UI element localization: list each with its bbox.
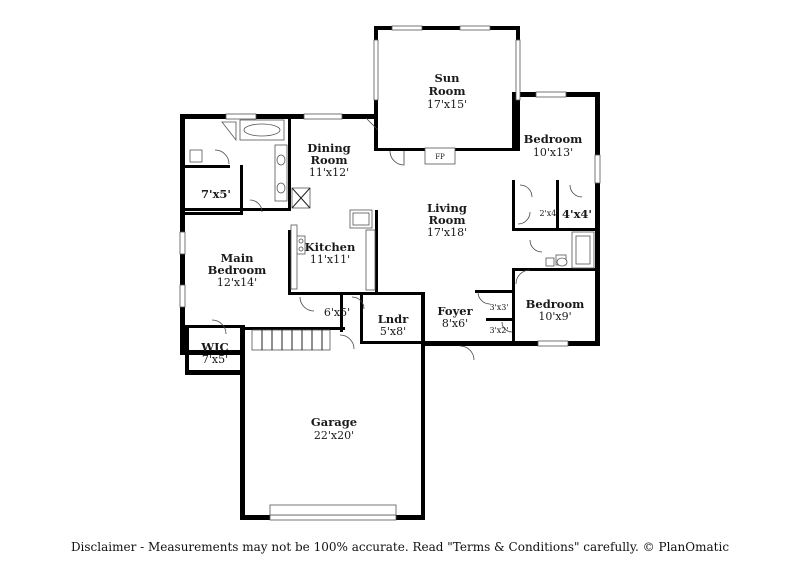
living-room-name-line2: Room (428, 213, 465, 227)
hall-6x5-dims: 6'x5' (324, 306, 350, 319)
closet-4x4-dims: 4'x4' (562, 207, 592, 221)
closet-2x4-dims: 2'x4' (539, 209, 558, 218)
laundry-dims: 5'x8' (380, 325, 406, 338)
bedroom-ne-name: Bedroom (524, 132, 583, 146)
main-bedroom-name-line2: Bedroom (208, 263, 267, 277)
main-bedroom-dims: 12'x14' (217, 276, 257, 289)
floor-plan: Sun Room 17'x15' Dining Room 11'x12' Bed… (179, 25, 601, 521)
main-bedroom-name-line1: Main (221, 251, 255, 265)
closet-7x5-dims: 7'x5' (201, 187, 231, 201)
doors (211, 117, 583, 361)
wic-dims: 7'x5' (202, 353, 228, 366)
laundry-name: Lndr (378, 312, 409, 326)
bedroom-se-name: Bedroom (526, 297, 585, 311)
disclaimer-text: Disclaimer - Measurements may not be 100… (70, 540, 730, 554)
dining-room-name-line2: Room (310, 153, 347, 167)
closet-3x2-dims: 3'x2' (489, 326, 508, 335)
closet-3x3-dims: 3'x3' (489, 303, 508, 312)
garage-dims: 22'x20' (314, 429, 354, 442)
bedroom-se-dims: 10'x9' (538, 310, 571, 323)
room-labels: Sun Room 17'x15' Dining Room 11'x12' Bed… (200, 71, 592, 442)
living-room-dims: 17'x18' (427, 226, 467, 239)
dining-room-dims: 11'x12' (309, 166, 349, 179)
foyer-name: Foyer (437, 304, 473, 318)
fireplace-label: FP (435, 153, 445, 161)
kitchen-dims: 11'x11' (310, 253, 350, 266)
living-room-name-line1: Living (427, 201, 467, 215)
fixtures (189, 119, 595, 516)
sun-room-dims: 17'x15' (427, 98, 467, 111)
wic-name: WIC (200, 340, 228, 354)
foyer-dims: 8'x6' (442, 317, 468, 330)
garage-name: Garage (311, 415, 357, 429)
kitchen-name: Kitchen (305, 240, 356, 254)
windows (179, 25, 601, 521)
bedroom-ne-dims: 10'x13' (533, 146, 573, 159)
dining-room-name-line1: Dining (307, 141, 350, 155)
sun-room-name-line1: Sun (434, 71, 460, 85)
sun-room-name-line2: Room (428, 84, 465, 98)
